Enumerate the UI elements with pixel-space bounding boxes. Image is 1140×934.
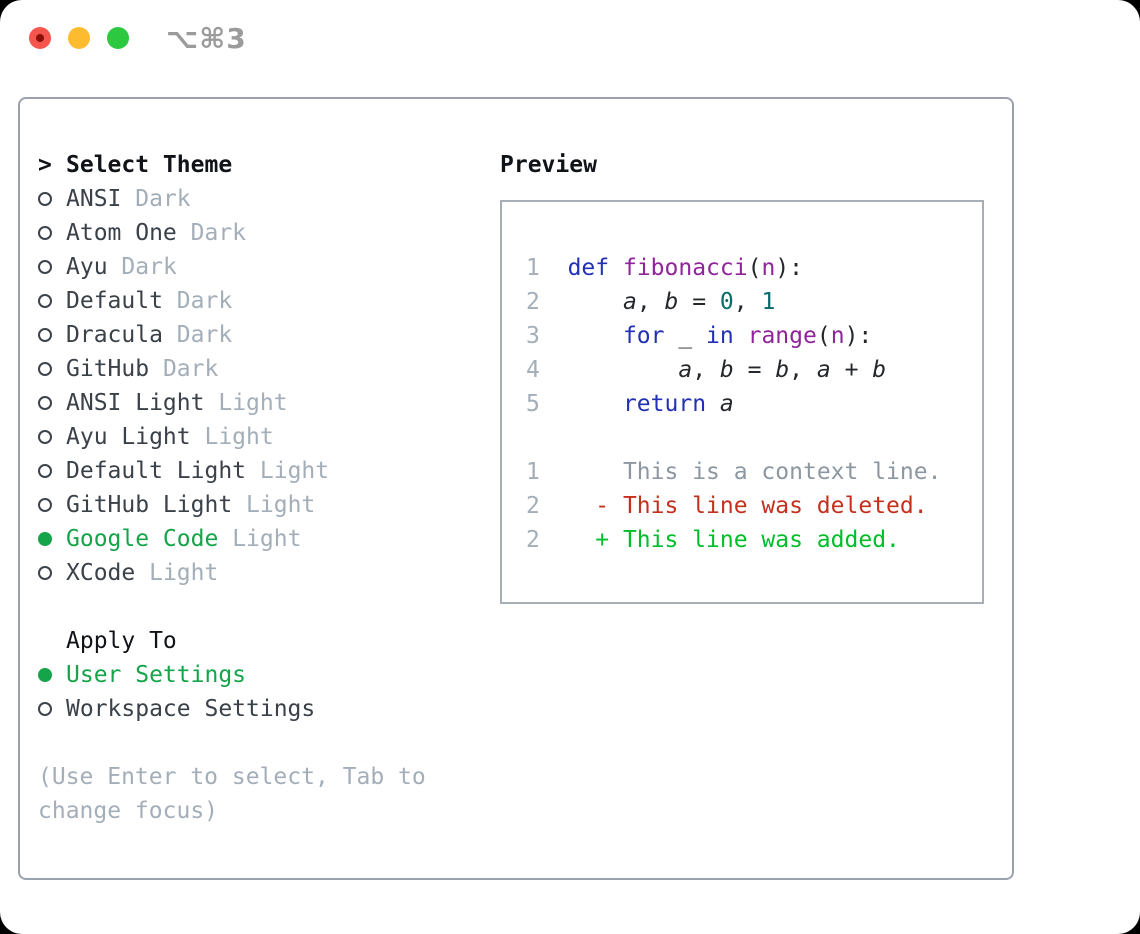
window-title: ⌥⌘3 [166,22,247,55]
variant-badge: Dark [176,322,233,348]
theme-option-default-dark-label: Default Dark [66,288,233,314]
variant-badge: Light [204,424,274,450]
radio-icon [38,464,52,478]
spacer-row [38,590,426,624]
theme-option-ansi-dark[interactable]: ANSI Dark [38,182,426,216]
cursor-icon: > [38,152,52,178]
theme-option-ansi-dark-label: ANSI Dark [66,186,191,212]
theme-menu-header: > Select Theme [38,148,426,182]
blank-line [526,421,982,455]
variant-badge: Dark [121,254,177,280]
apply-to-header-label: Apply To [66,628,177,654]
theme-option-default-light-light[interactable]: Default Light Light [38,454,426,488]
apply-option-workspace-settings[interactable]: Workspace Settings [38,692,426,726]
theme-option-ansi-light-light-label: ANSI Light Light [66,390,288,416]
code-line: 1 def fibonacci(n): [526,255,804,281]
theme-option-google-code-light[interactable]: Google Code Light [38,522,426,556]
theme-option-xcode-light[interactable]: XCode Light [38,556,426,590]
radio-icon [38,226,52,240]
radio-icon [38,498,52,512]
apply-option-workspace-settings-label: Workspace Settings [66,696,316,722]
theme-option-ansi-light-light[interactable]: ANSI Light Light [38,386,426,420]
theme-option-ayu-dark-label: Ayu Dark [66,254,177,280]
code-line: 2 a, b = 0, 1 [526,289,776,315]
diff-line: 2 - This line was deleted. [526,493,928,519]
variant-badge: Dark [176,288,233,314]
zoom-button[interactable] [107,27,129,49]
radio-icon [38,294,52,308]
help-text-line-1: (Use Enter to select, Tab to [38,764,426,790]
radio-selected-icon [38,532,52,546]
theme-option-google-code-light-label: Google Code Light [66,526,302,552]
apply-option-user-settings[interactable]: User Settings [38,658,426,692]
radio-icon [38,362,52,376]
spacer-row [38,726,426,760]
theme-option-github-dark[interactable]: GitHub Dark [38,352,426,386]
radio-selected-icon [38,668,52,682]
radio-icon [38,566,52,580]
radio-icon [38,260,52,274]
variant-badge: Light [149,560,219,586]
theme-option-github-light-light[interactable]: GitHub Light Light [38,488,426,522]
theme-option-xcode-light-label: XCode Light [66,560,219,586]
variant-badge: Dark [162,356,219,382]
code-line: 3 for _ in range(n): [526,323,873,349]
theme-option-github-light-light-label: GitHub Light Light [66,492,316,518]
theme-option-dracula-dark-label: Dracula Dark [66,322,233,348]
preview-heading: Preview [500,152,597,178]
titlebar: ⌥⌘3 [0,0,1140,76]
variant-badge: Dark [135,186,191,212]
theme-option-default-dark[interactable]: Default Dark [38,284,426,318]
close-dot-icon [36,34,44,42]
theme-option-atom-one-dark[interactable]: Atom One Dark [38,216,426,250]
theme-option-atom-one-dark-label: Atom One Dark [66,220,247,246]
theme-option-ayu-light-light[interactable]: Ayu Light Light [38,420,426,454]
theme-option-dracula-dark[interactable]: Dracula Dark [38,318,426,352]
variant-badge: Dark [190,220,247,246]
diff-line: 1 This is a context line. [526,459,942,485]
preview-box: 1 def fibonacci(n): 2 a, b = 0, 1 3 for _ … [500,200,984,604]
radio-icon [38,430,52,444]
variant-badge: Light [259,458,330,484]
minimize-button[interactable] [68,27,90,49]
help-text-line-2: change focus) [38,798,219,824]
diff-line: 2 + This line was added. [526,527,900,553]
code-line: 5 return a [526,391,734,417]
radio-icon [38,192,52,206]
theme-option-ayu-light-light-label: Ayu Light Light [66,424,274,450]
apply-to-header: Apply To [38,624,426,658]
variant-badge: Light [246,492,316,518]
radio-icon [38,396,52,410]
theme-menu-header-label: Select Theme [66,152,233,178]
theme-option-default-light-light-label: Default Light Light [66,458,330,484]
close-button[interactable] [29,27,51,49]
radio-icon [38,702,52,716]
variant-badge: Light [218,390,288,416]
code-line: 4 a, b = b, a + b [526,357,887,383]
theme-option-github-dark-label: GitHub Dark [66,356,219,382]
theme-option-ayu-dark[interactable]: Ayu Dark [38,250,426,284]
radio-icon [38,328,52,342]
apply-option-user-settings-label: User Settings [66,662,247,688]
variant-badge: Light [232,526,302,552]
